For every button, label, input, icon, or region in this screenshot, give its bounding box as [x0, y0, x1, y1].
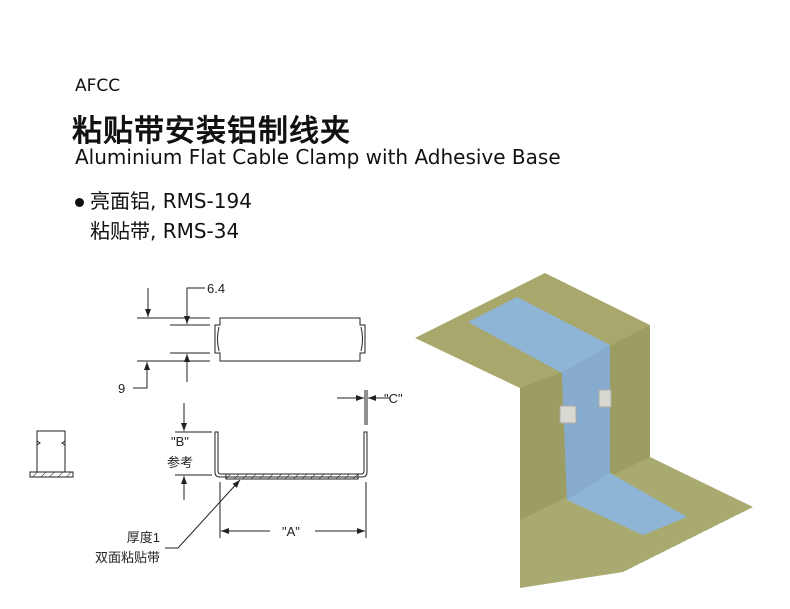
top-view [133, 287, 366, 389]
dim-width-label: 6.4 [207, 281, 225, 296]
dim-a-label: "A" [282, 524, 300, 539]
material-label: 粘贴带, RMS-34 [90, 219, 240, 243]
dim-b-note: 参考 [167, 455, 193, 470]
end-view [29, 430, 74, 478]
product-code: AFCC [75, 76, 121, 96]
bullet-icon [75, 198, 84, 207]
side-view [165, 390, 390, 549]
tape-thickness-note: 厚度1 [127, 530, 160, 545]
dim-slot-label: 9 [118, 381, 125, 396]
clip-tab [559, 405, 577, 424]
product-title-en: Aluminium Flat Cable Clamp with Adhesive… [75, 145, 561, 169]
clip-tab [598, 389, 612, 408]
clamp-3d-render [415, 273, 753, 588]
material-item: 亮面铝, RMS-194 [75, 185, 252, 214]
material-label: 亮面铝, RMS-194 [90, 189, 252, 213]
dim-c-label: "C" [384, 391, 403, 406]
material-item: 粘贴带, RMS-34 [90, 215, 239, 244]
product-title-cn: 粘贴带安装铝制线夹 [72, 114, 351, 149]
tape-type-note: 双面粘贴带 [95, 550, 160, 565]
dim-b-label: "B" [171, 434, 189, 449]
